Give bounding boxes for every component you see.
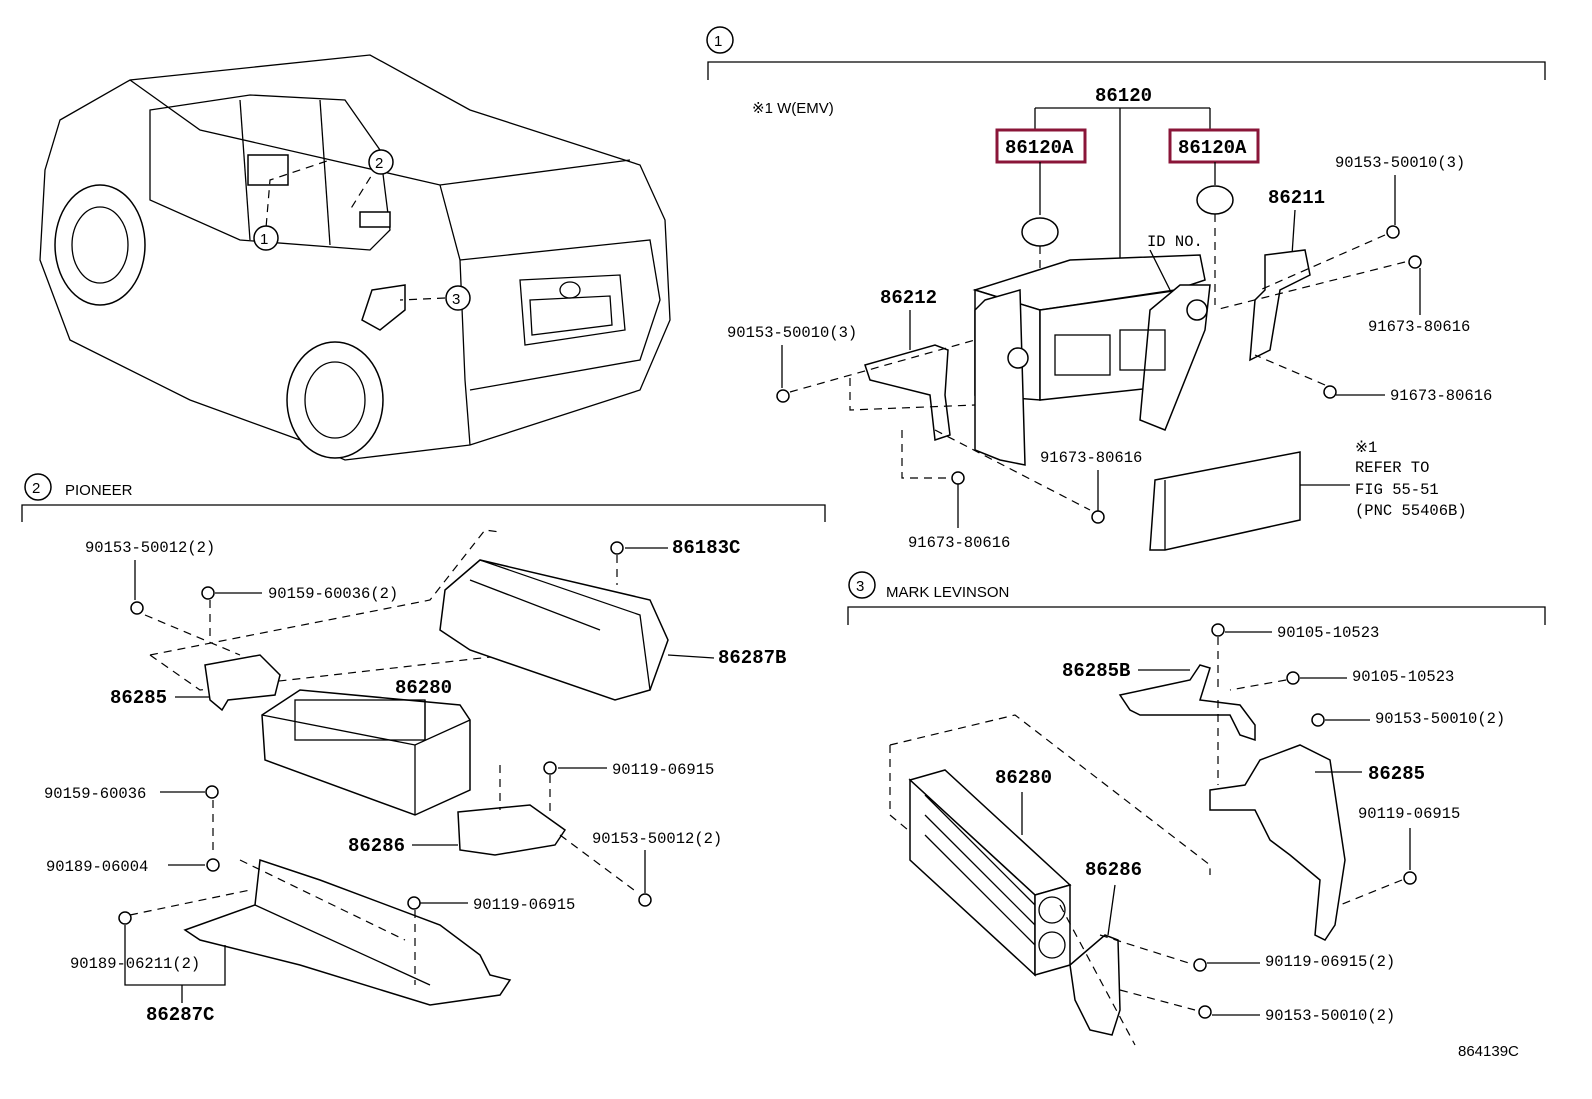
vehicle-callout-1 xyxy=(253,225,279,251)
part-label-section3-c8: 86286 xyxy=(1085,859,1142,881)
part-label-vehicle-callouts-0: 2 xyxy=(375,155,383,172)
knob-right xyxy=(1196,185,1234,215)
knob-left xyxy=(1021,217,1059,247)
part-label-section3-c7: 90119-06915 xyxy=(1358,805,1460,823)
part-label-section1-parent: 86120 xyxy=(1095,85,1152,107)
highlight-box-left xyxy=(995,128,1087,164)
part-label-section1-b1: 90153-50010(3) xyxy=(1335,154,1465,172)
part-label-section1-b5: 91673-80616 xyxy=(1040,449,1142,467)
part-label-section2-a6: 86280 xyxy=(395,677,452,699)
vehicle-illustration: 2 1 3 xyxy=(39,54,671,461)
part-label-section2-a13: 90189-06211(2) xyxy=(70,955,200,973)
part-label-section2-a5: 86285 xyxy=(110,687,167,709)
part-label-section1-highlight_right: 86120A xyxy=(1178,137,1247,159)
part-label-section2-a4: 86287B xyxy=(718,647,786,669)
part-label-sections-s1-num: 1 xyxy=(714,33,722,50)
part-label-section1-p86211: 86211 xyxy=(1268,187,1325,209)
figure-code: 864139C xyxy=(1458,1043,1519,1060)
part-label-section3-c6: 86280 xyxy=(995,767,1052,789)
part-label-section1-ref-1: REFER TO xyxy=(1355,459,1429,477)
part-label-section3-c1: 90105-10523 xyxy=(1277,624,1379,642)
part-label-section3-c9: 90119-06915(2) xyxy=(1265,953,1395,971)
part-label-section1-ref-2: FIG 55-51 xyxy=(1355,481,1439,499)
vehicle-callout-2 xyxy=(368,149,394,175)
part-label-section2-a2: 90159-60036(2) xyxy=(268,585,398,603)
part-label-sections-s2-num: 2 xyxy=(32,480,40,497)
part-label-section2-a9: 86286 xyxy=(348,835,405,857)
part-label-section1-highlight_left: 86120A xyxy=(1005,137,1074,159)
section-2-label: PIONEER xyxy=(65,482,133,499)
part-label-vehicle-callouts-1: 1 xyxy=(260,231,268,248)
part-label-section2-a10: 90153-50012(2) xyxy=(592,830,722,848)
section-1: 1 ※1 W(EMV) 86120 86120A 86120A ID NO. 8… xyxy=(706,26,1546,552)
section-3-mark-levinson: 3 MARK LEVINSON 90105-10523 86285B 90105… xyxy=(847,571,1546,1046)
part-label-section1-b4: 91673-80616 xyxy=(1390,387,1492,405)
part-label-section2-a12: 90119-06915 xyxy=(473,896,575,914)
part-label-section2-a14: 86287C xyxy=(146,1004,214,1026)
part-label-section2-a7: 90119-06915 xyxy=(612,761,714,779)
emv-note: ※1 W(EMV) xyxy=(752,100,834,117)
vehicle-callout-3 xyxy=(445,285,471,311)
part-label-section1-id_no: ID NO. xyxy=(1147,233,1203,251)
part-label-section3-c5: 86285 xyxy=(1368,763,1425,785)
part-label-section2-a8: 90159-60036 xyxy=(44,785,146,803)
part-label-section1-b6: 91673-80616 xyxy=(908,534,1010,552)
part-label-sections-s3-num: 3 xyxy=(856,578,864,595)
part-label-section1-ref-0: ※1 xyxy=(1355,439,1377,457)
highlight-box-right xyxy=(1168,128,1260,164)
part-label-section2-a3: 86183C xyxy=(672,537,740,559)
part-label-section1-b3: 90153-50010(3) xyxy=(727,324,857,342)
section-2-pioneer: 2 PIONEER 90153-50012(2) 90159-60036(2) … xyxy=(21,473,826,1026)
section-3-label: MARK LEVINSON xyxy=(886,584,1009,601)
part-label-section1-p86212: 86212 xyxy=(880,287,937,309)
part-label-vehicle-callouts-2: 3 xyxy=(452,291,460,308)
part-label-section2-a1: 90153-50012(2) xyxy=(85,539,215,557)
part-label-section3-c3: 90105-10523 xyxy=(1352,668,1454,686)
part-label-section3-c2: 86285B xyxy=(1062,660,1130,682)
part-label-section1-ref-3: (PNC 55406B) xyxy=(1355,502,1467,520)
part-label-section3-c10: 90153-50010(2) xyxy=(1265,1007,1395,1025)
part-label-section2-a11: 90189-06004 xyxy=(46,858,148,876)
part-label-section1-b2: 91673-80616 xyxy=(1368,318,1470,336)
part-label-section3-c4: 90153-50010(2) xyxy=(1375,710,1505,728)
